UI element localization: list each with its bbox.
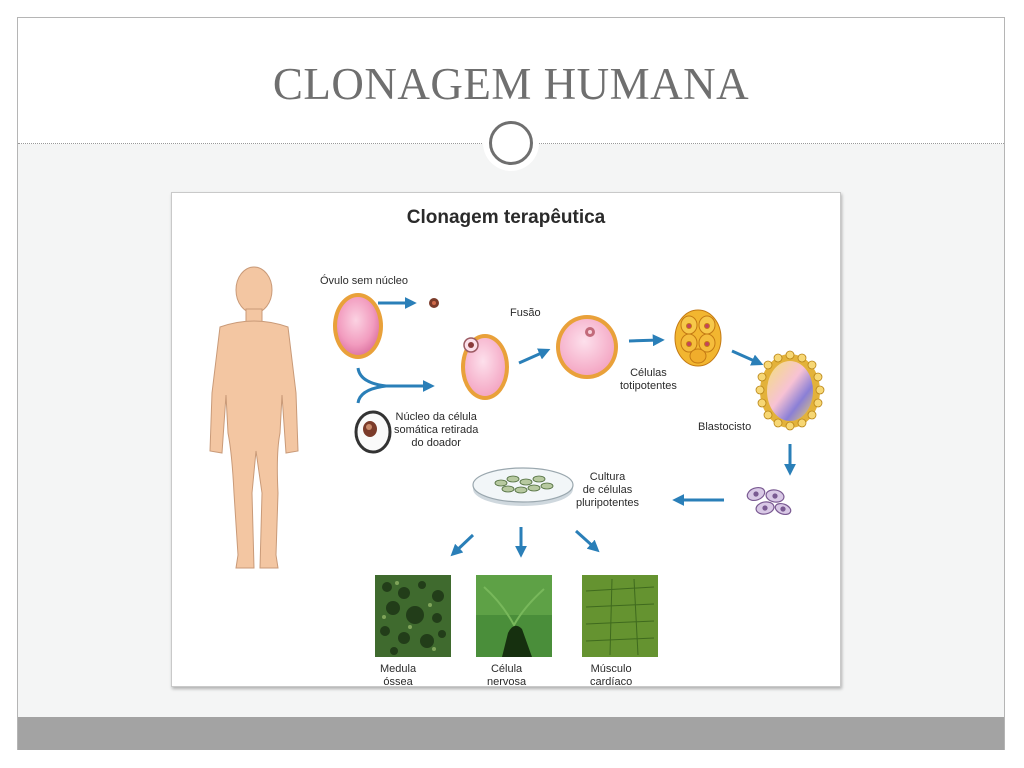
label-somatic-nucleus: Núcleo da célula somática retirada do do… — [394, 411, 479, 449]
arrow-icon — [518, 348, 551, 365]
label-cardiac-muscle: Músculo cardíaco — [590, 663, 633, 688]
arrow-icon — [450, 533, 475, 557]
arrow-icon — [731, 349, 764, 366]
somatic-cell-icon — [354, 410, 392, 454]
label-blastocyst: Blastocisto — [698, 421, 752, 433]
cardiac-muscle-tissue-image — [582, 575, 658, 657]
label-nerve-cell: Célula nervosa — [487, 663, 527, 688]
fused-egg-icon — [461, 334, 509, 400]
slide: CLONAGEM HUMANA Clonagem terapêutica — [17, 17, 1005, 750]
slide-footer-bar — [18, 717, 1004, 750]
label-bone-marrow: Medula óssea — [380, 663, 417, 688]
label-egg-without-nucleus: Óvulo sem núcleo — [320, 275, 409, 287]
ring-icon — [489, 121, 533, 165]
circle-ornament-icon — [483, 115, 539, 171]
blastocyst-icon — [755, 350, 825, 431]
label-culture: Cultura de células pluripotentes — [576, 471, 639, 509]
label-totipotent-cells: Células totipotentes — [620, 367, 677, 392]
bone-marrow-tissue-image — [375, 575, 451, 657]
egg-without-nucleus-icon — [333, 293, 383, 359]
arrow-icon — [574, 529, 600, 553]
human-figure-icon — [209, 266, 299, 569]
zygote-icon — [556, 315, 618, 379]
nucleus-icon — [429, 298, 439, 308]
petri-dish-icon — [472, 467, 574, 506]
cloning-diagram: Clonagem terapêutica — [171, 192, 841, 688]
arrow-icon — [356, 367, 435, 404]
slide-title: CLONAGEM HUMANA — [272, 59, 750, 109]
label-fusion: Fusão — [510, 307, 541, 319]
diagram-graphics — [209, 266, 825, 657]
totipotent-cells-icon — [674, 309, 722, 367]
nerve-cell-tissue-image — [476, 575, 552, 657]
arrow-icon — [628, 334, 665, 347]
pluripotent-cells-icon — [746, 486, 792, 516]
diagram-title: Clonagem terapêutica — [406, 207, 606, 228]
